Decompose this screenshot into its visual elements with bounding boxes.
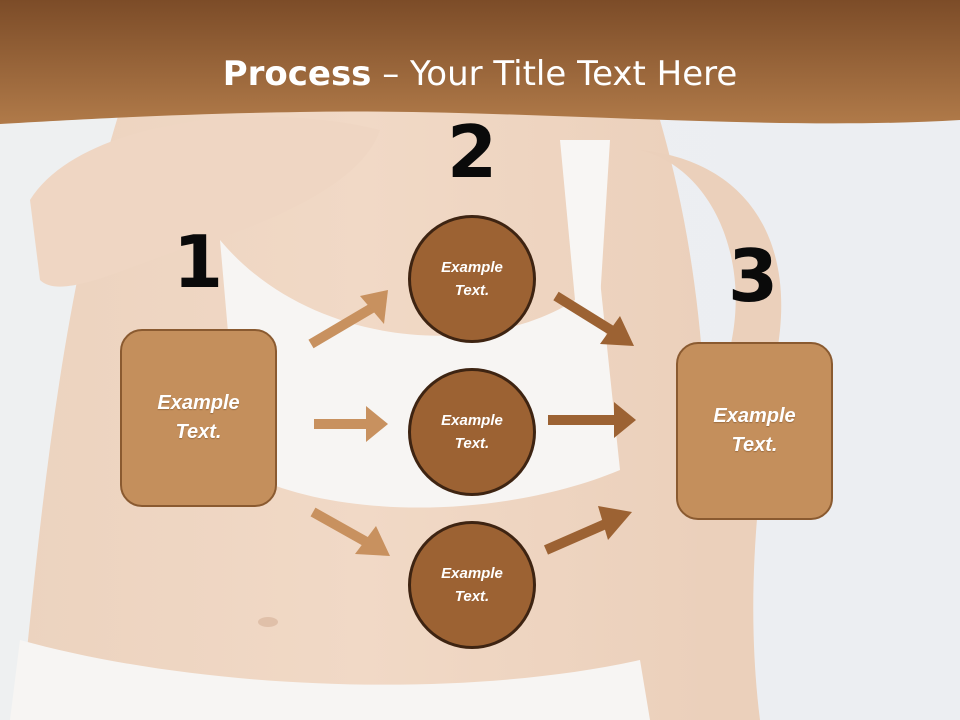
- arrow-left-up: [308, 290, 388, 349]
- circle-top-text: Example Text.: [441, 259, 503, 299]
- step-number-2: 2: [446, 110, 498, 194]
- step-number-1: 1: [172, 220, 224, 304]
- step-number-3: 3: [727, 234, 779, 318]
- arrow-left-mid: [314, 406, 388, 442]
- step-1-box: Example Text.: [120, 329, 277, 507]
- step-3-box: Example Text.: [676, 342, 833, 520]
- arrow-right-mid: [548, 402, 636, 438]
- step-3-text: Example Text.: [713, 405, 796, 456]
- arrow-right-down: [553, 291, 634, 346]
- step-2-circle-top: Example Text.: [408, 215, 536, 343]
- step-2-circle-middle: Example Text.: [408, 368, 536, 496]
- step-1-text: Example Text.: [157, 392, 240, 443]
- arrow-left-down: [310, 507, 390, 556]
- title-bold: Process: [222, 54, 372, 94]
- step-2-circle-bottom: Example Text.: [408, 521, 536, 649]
- slide-title: Process – Your Title Text Here: [0, 52, 960, 96]
- circle-middle-text: Example Text.: [441, 412, 503, 452]
- title-rest: – Your Title Text Here: [371, 54, 738, 94]
- arrow-right-up: [543, 506, 632, 555]
- circle-bottom-text: Example Text.: [441, 565, 503, 605]
